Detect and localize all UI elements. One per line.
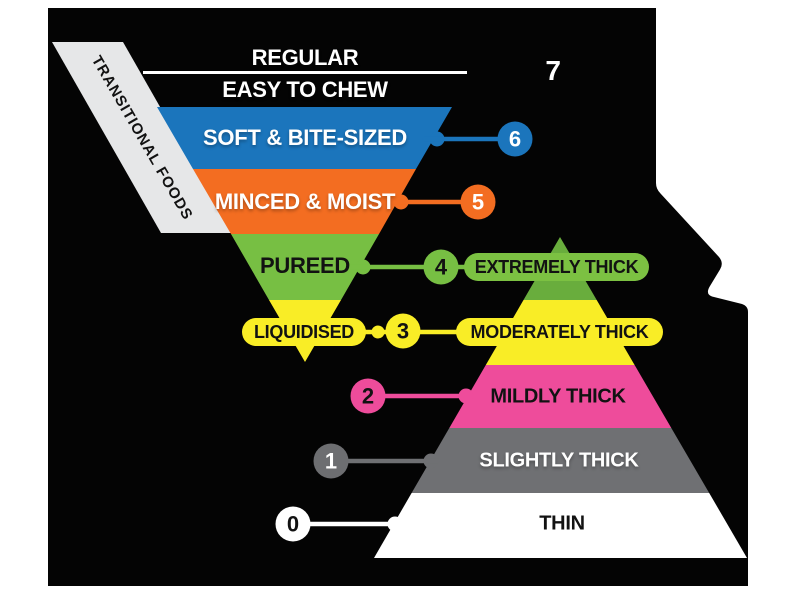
soft-bite-sized-label: SOFT & BITE-SIZED — [203, 125, 407, 150]
minced-moist-label: MINCED & MOIST — [214, 189, 396, 214]
liquidised-pill: LIQUIDISED — [242, 318, 366, 346]
level5-badge: 5 — [460, 184, 496, 220]
level2-badge: 2 — [350, 378, 386, 414]
drink-band-thin — [374, 493, 747, 558]
liquidised-label: LIQUIDISED — [253, 321, 354, 342]
thin-label: THIN — [539, 512, 585, 535]
extremely-thick-label: EXTREMELY THICK — [474, 256, 639, 277]
level2-number: 2 — [361, 383, 375, 408]
regular-label: REGULAR — [251, 45, 359, 70]
header-separator-line — [143, 71, 467, 74]
level4-number: 4 — [434, 254, 448, 279]
transitional-foods-banner-shape — [52, 42, 232, 233]
level0-badge: 0 — [275, 506, 311, 542]
level1-badge: 1 — [313, 443, 349, 479]
level4-badge: 4 — [423, 249, 459, 285]
pureed-label: PUREED — [260, 253, 350, 278]
level3-number: 3 — [396, 318, 410, 343]
level6-badge: 6 — [497, 121, 533, 157]
level0-number: 0 — [286, 511, 300, 536]
slightly-thick-label: SLIGHTLY THICK — [479, 449, 639, 472]
food-band-minced-moist — [193, 169, 416, 234]
moderately-thick-pill: MODERATELY THICK — [456, 318, 663, 346]
easy-to-chew-label: EASY TO CHEW — [222, 77, 388, 102]
level6-number: 6 — [508, 126, 522, 151]
drink-band-slightly-thick — [411, 428, 710, 493]
food-band-pureed — [231, 234, 379, 300]
level5-number: 5 — [471, 189, 485, 214]
mildly-thick-label: MILDLY THICK — [490, 385, 626, 408]
level7-number: 7 — [545, 55, 561, 86]
food-band-soft-bite-sized — [157, 107, 452, 169]
extremely-thick-pill: EXTREMELY THICK — [464, 253, 649, 281]
moderately-thick-label: MODERATELY THICK — [470, 321, 649, 342]
level1-number: 1 — [324, 448, 338, 473]
drink-band-mildly-thick — [449, 365, 672, 428]
level3-badge: 3 — [385, 313, 421, 349]
